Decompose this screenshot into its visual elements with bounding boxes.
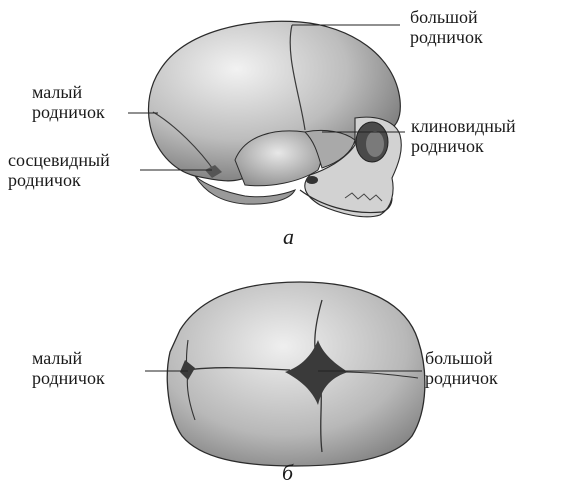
label-a-klinovidny-rodnichok: клиновидный родничок xyxy=(411,116,516,156)
label-b-maly-rodnichok: малый родничок xyxy=(32,348,105,388)
label-line-2: родничок xyxy=(411,136,516,156)
label-line-1: сосцевидный xyxy=(8,150,110,170)
label-line-1: малый xyxy=(32,82,105,102)
label-line-2: родничок xyxy=(410,27,483,47)
skull-lateral xyxy=(148,21,401,217)
skull-superior xyxy=(167,282,425,466)
label-a-maly-rodnichok: малый родничок xyxy=(32,82,105,122)
label-line-1: большой xyxy=(410,7,483,27)
label-a-sosцevidny-rodnichok: сосцевидный родничок xyxy=(8,150,110,190)
caption-b: б xyxy=(282,460,293,486)
label-line-1: клиновидный xyxy=(411,116,516,136)
label-line-1: большой xyxy=(425,348,498,368)
label-b-bolshoy-rodnichok: большой родничок xyxy=(425,348,498,388)
label-line-2: родничок xyxy=(32,368,105,388)
label-a-bolshoy-rodnichok: большой родничок xyxy=(410,7,483,47)
caption-a: а xyxy=(283,224,294,250)
label-line-2: родничок xyxy=(8,170,110,190)
label-line-2: родничок xyxy=(425,368,498,388)
label-line-1: малый xyxy=(32,348,105,368)
label-line-2: родничок xyxy=(32,102,105,122)
